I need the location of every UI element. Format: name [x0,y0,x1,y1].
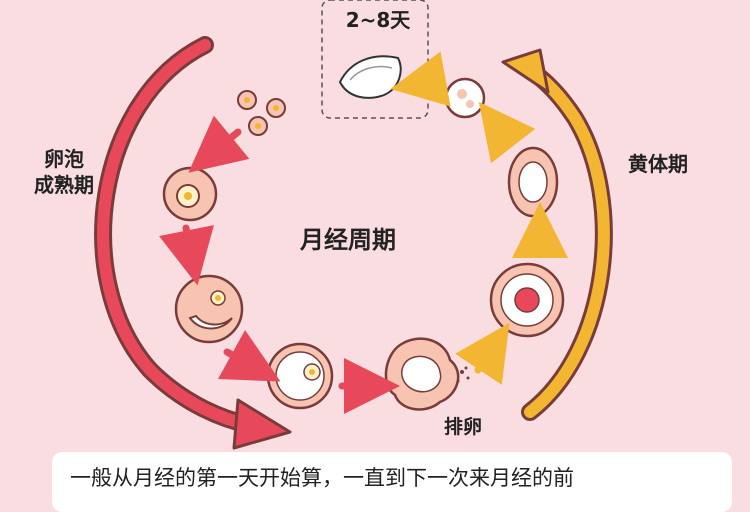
growing-follicle [162,166,218,222]
menses-duration-label: 2~8天 [345,8,411,32]
luteal-phase-label: 黄体期 [628,152,688,176]
mature-follicle [266,342,334,410]
follicular-label-line2: 成熟期 [34,173,94,197]
cycle-title-label: 月经周期 [300,226,396,254]
antral-follicle [174,274,244,344]
ovulating-follicle [384,337,470,411]
follicular-phase-arrow [94,36,292,450]
menstrual-cycle-diagram [94,0,613,450]
stage-arrows-red [159,115,400,414]
sanitary-pad-icon [338,55,402,99]
follicular-label-line1: 卵泡 [44,147,84,171]
caption-box: 一般从月经的第一天开始算，一直到下一次来月经的前 [52,452,732,512]
primordial-follicles [237,90,286,136]
corpus-luteum-early [489,262,565,338]
luteal-phase-arrow [501,48,613,421]
stage-arrows-yellow [390,51,568,385]
corpus-luteum-mature [507,146,559,218]
corpus-albicans [444,77,486,119]
follicular-phase-label: 卵泡 成熟期 [22,146,106,198]
ovulation-label: 排卵 [444,416,483,438]
caption-text: 一般从月经的第一天开始算，一直到下一次来月经的前 [70,466,574,490]
